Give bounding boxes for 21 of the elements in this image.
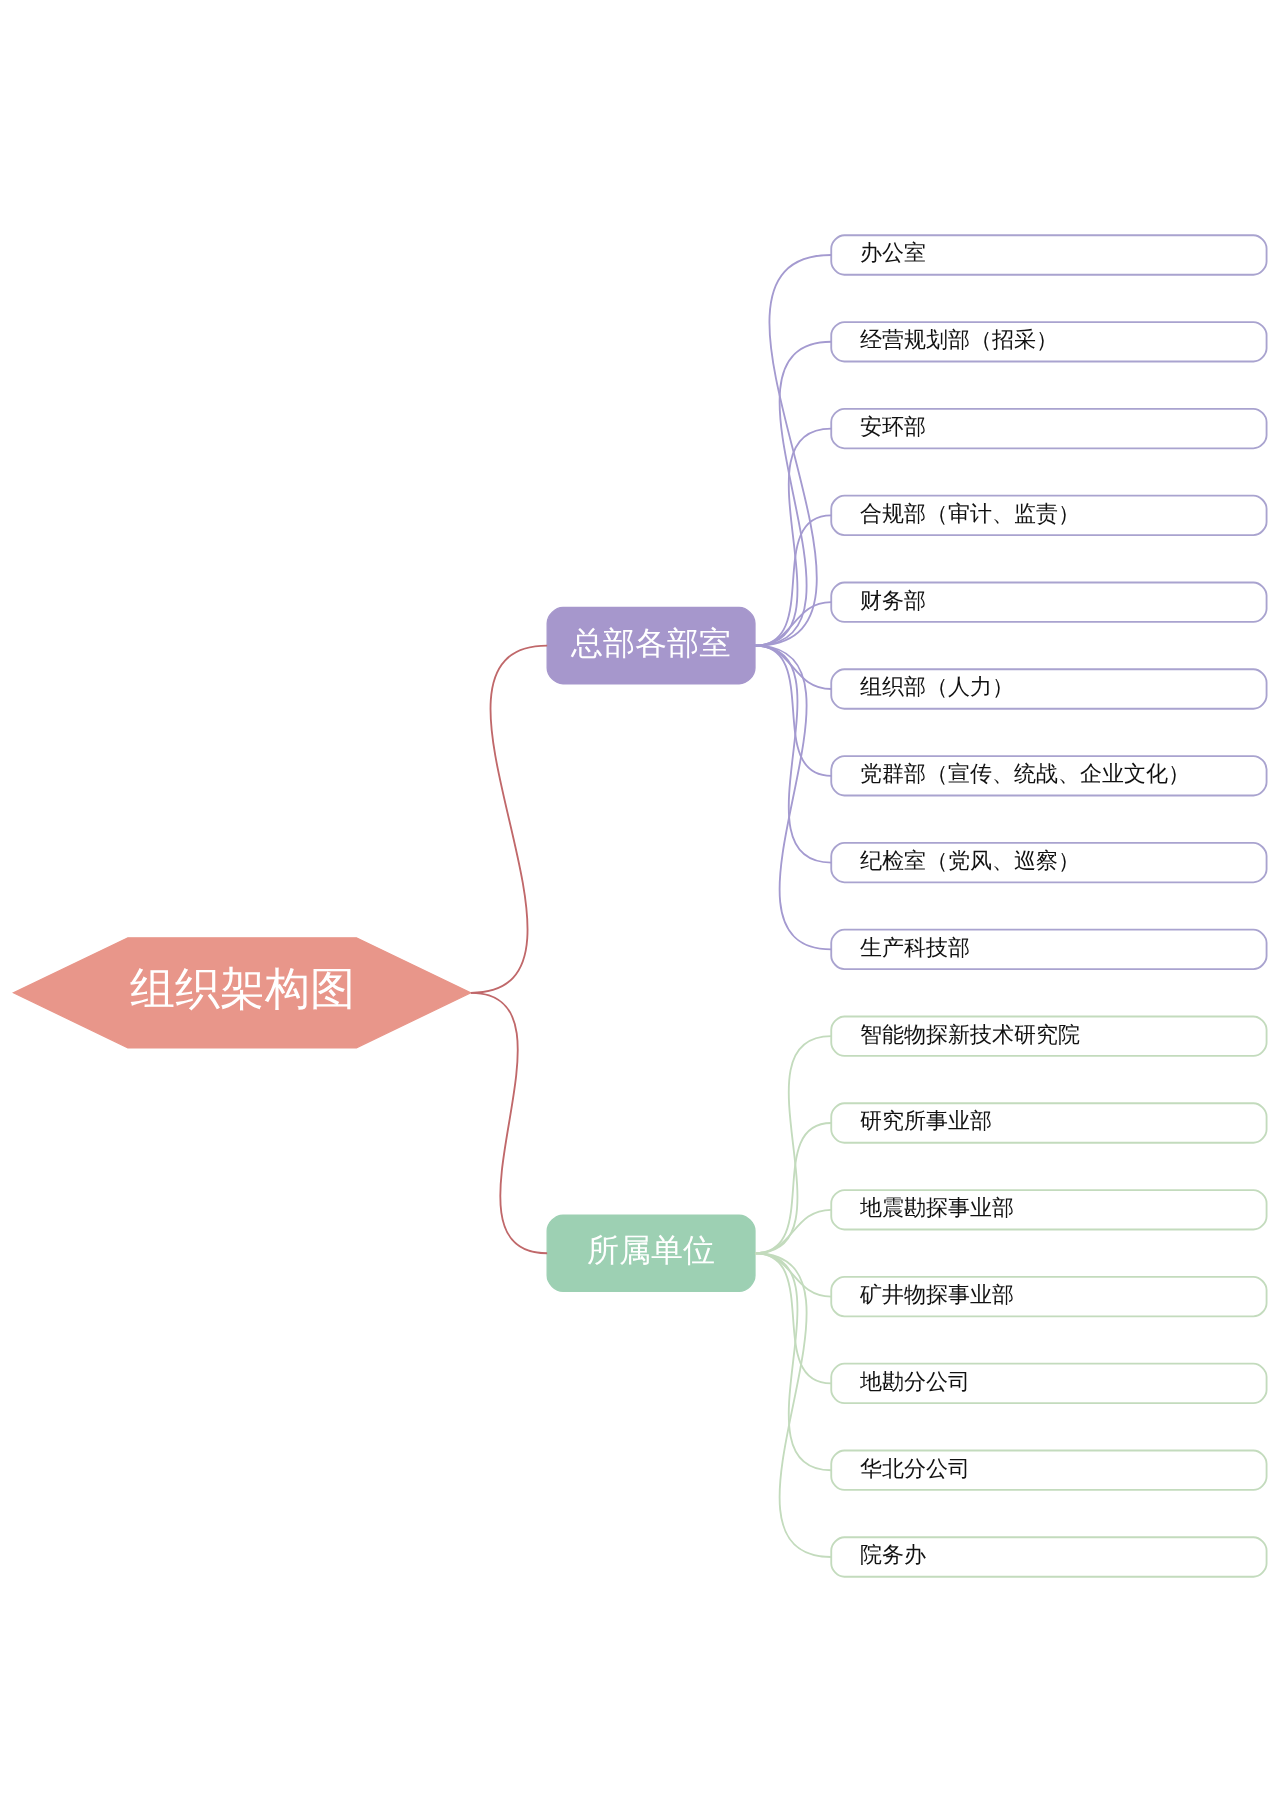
node-box: 财务部: [830, 581, 1268, 623]
node-box: 地勘分公司: [830, 1362, 1268, 1404]
connector: [469, 991, 549, 1254]
connector: [754, 644, 833, 950]
node-box: 党群部（宣传、统战、企业文化）: [830, 754, 1268, 796]
node-box: 智能物探新技术研究院: [830, 1015, 1268, 1057]
node-box: 合规部（审计、监责）: [830, 494, 1268, 536]
node-box: 经营规划部（招采）: [830, 320, 1268, 362]
node-box: 院务办: [830, 1535, 1268, 1578]
node-box: 办公室: [830, 233, 1268, 276]
node-box: 总部各部室: [546, 606, 756, 684]
node-box: 组织部（人力）: [830, 667, 1268, 710]
connector: [754, 1251, 833, 1558]
node-box: 矿井物探事业部: [830, 1275, 1268, 1317]
node-box: 生产科技部: [830, 928, 1268, 970]
node-box: 华北分公司: [830, 1449, 1268, 1491]
node-box: 地震勘探事业部: [830, 1188, 1268, 1230]
node-box: 研究所事业部: [830, 1101, 1268, 1144]
node-box: 纪检室（党风、巡察）: [830, 841, 1268, 883]
node-box: 安环部: [830, 407, 1268, 449]
node-box: 所属单位: [546, 1213, 756, 1292]
